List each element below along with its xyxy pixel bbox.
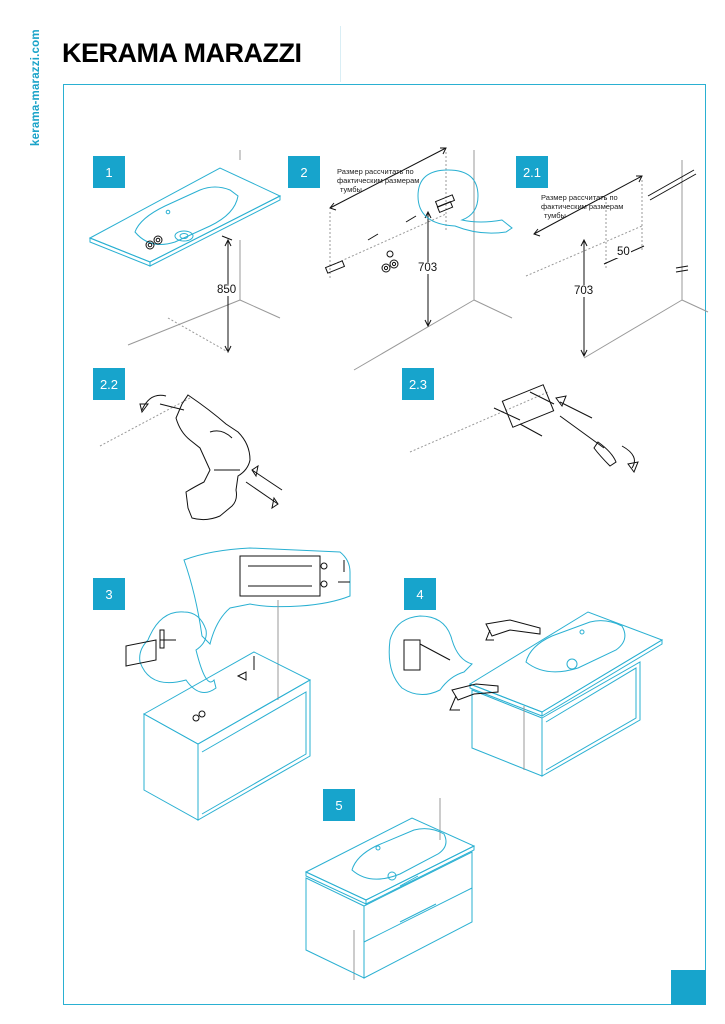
size-note-line1: Размер рассчитать по bbox=[541, 193, 618, 202]
step-badge-4: 4 bbox=[404, 578, 436, 610]
step2-illustration bbox=[324, 147, 513, 371]
dimension-850: 850 bbox=[216, 284, 238, 296]
step-badge-3: 3 bbox=[93, 578, 125, 610]
size-note-line2: фактическим размерам bbox=[541, 202, 624, 211]
step-badge-1: 1 bbox=[93, 156, 125, 188]
dimension-50: 50 bbox=[616, 246, 631, 258]
step3-illustration bbox=[125, 547, 351, 821]
dimension-703-step2-1: 703 bbox=[573, 285, 595, 297]
step2-2-illustration bbox=[99, 394, 283, 521]
step-badge-2-1: 2.1 bbox=[516, 156, 548, 188]
step2-1-illustration bbox=[525, 160, 709, 359]
header-divider bbox=[340, 26, 341, 82]
step1-illustration bbox=[88, 150, 282, 354]
size-note-line3: тумбы bbox=[544, 211, 566, 220]
step4-illustration bbox=[388, 611, 664, 777]
size-note-step2-1: Размер рассчитать по фактическим размера… bbox=[541, 193, 623, 220]
size-note-line3: тумбы bbox=[340, 185, 362, 194]
step-badge-5: 5 bbox=[323, 789, 355, 821]
size-note-line2: фактическим размерам bbox=[337, 176, 420, 185]
step5-illustration bbox=[304, 798, 476, 980]
size-note-line1: Размер рассчитать по bbox=[337, 167, 414, 176]
step2-3-illustration bbox=[409, 384, 639, 474]
instructions-frame bbox=[63, 84, 706, 1005]
step-badge-2-3: 2.3 bbox=[402, 368, 434, 400]
step-badge-2-2: 2.2 bbox=[93, 368, 125, 400]
step-badge-2: 2 bbox=[288, 156, 320, 188]
size-note-step2: Размер рассчитать по фактическим размера… bbox=[337, 167, 419, 194]
dimension-703-step2: 703 bbox=[417, 262, 439, 274]
corner-tab bbox=[671, 970, 706, 1005]
brand-logo: KERAMA MARAZZI bbox=[62, 38, 302, 68]
